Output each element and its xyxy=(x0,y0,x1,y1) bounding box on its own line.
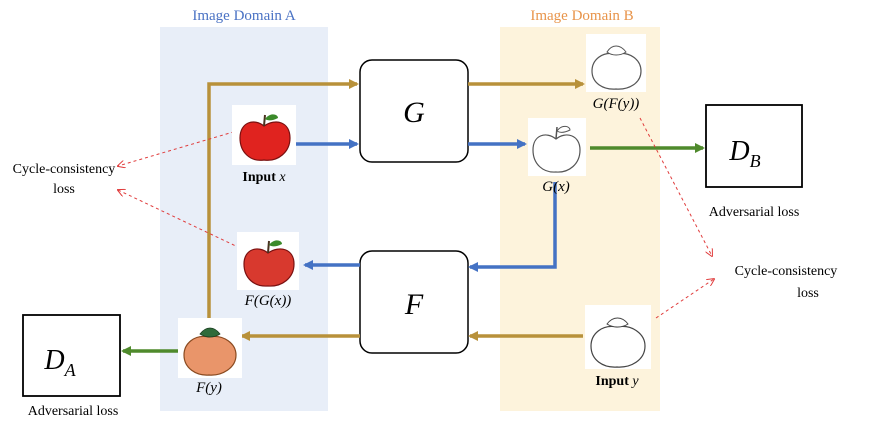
cycle-loss-left-label-2: loss xyxy=(53,182,75,197)
adversarial-loss-b-label: Adversarial loss xyxy=(709,205,800,220)
gx-to-f-arrow xyxy=(468,182,557,272)
fgx-label: F(G(x)) xyxy=(244,293,292,309)
cycle-loss-right-arrow-1 xyxy=(639,117,712,256)
orange-fruit-icon xyxy=(183,335,237,376)
discriminator-b-label: DB xyxy=(728,136,760,171)
input-x-image xyxy=(232,105,296,165)
cycle-loss-left-label-1: Cycle-consistency xyxy=(13,162,116,177)
input-y-label: Input y xyxy=(595,374,639,389)
cycle-loss-right-arrow-2 xyxy=(655,279,714,319)
discriminator-b-box xyxy=(705,104,803,188)
outline-fruit-icon xyxy=(591,52,642,90)
generator-g-box xyxy=(359,59,469,163)
input-x-label: Input x xyxy=(242,170,286,185)
domain-b-title: Image Domain B xyxy=(530,8,633,24)
input-y-image xyxy=(585,305,651,369)
cycle-path-f-to-g-arrow xyxy=(207,79,359,318)
cycle-loss-left-arrow-2 xyxy=(118,190,241,249)
generator-f-label: F xyxy=(404,288,424,321)
adversarial-loss-a-label: Adversarial loss xyxy=(28,404,119,419)
outline-apple-icon xyxy=(532,134,581,173)
discriminator-a-box xyxy=(22,314,121,397)
gfy-label: G(F(y)) xyxy=(593,96,640,112)
fgx-image xyxy=(237,232,299,290)
discriminator-a-label: DA xyxy=(43,345,76,380)
red-apple-icon xyxy=(243,248,295,287)
outline-fruit-icon xyxy=(590,325,646,368)
gx-label: G(x) xyxy=(542,179,569,195)
red-apple-icon xyxy=(239,121,291,161)
cycle-loss-right-label-1: Cycle-consistency xyxy=(735,264,838,279)
generator-g-label: G xyxy=(403,96,425,129)
gx-image xyxy=(528,118,586,176)
domain-a-title: Image Domain A xyxy=(192,8,295,24)
fy-image xyxy=(178,318,242,378)
fy-label: F(y) xyxy=(195,380,222,396)
gfy-image xyxy=(586,34,646,92)
cycle-loss-right-label-2: loss xyxy=(797,286,819,301)
generator-f-box xyxy=(359,250,469,354)
